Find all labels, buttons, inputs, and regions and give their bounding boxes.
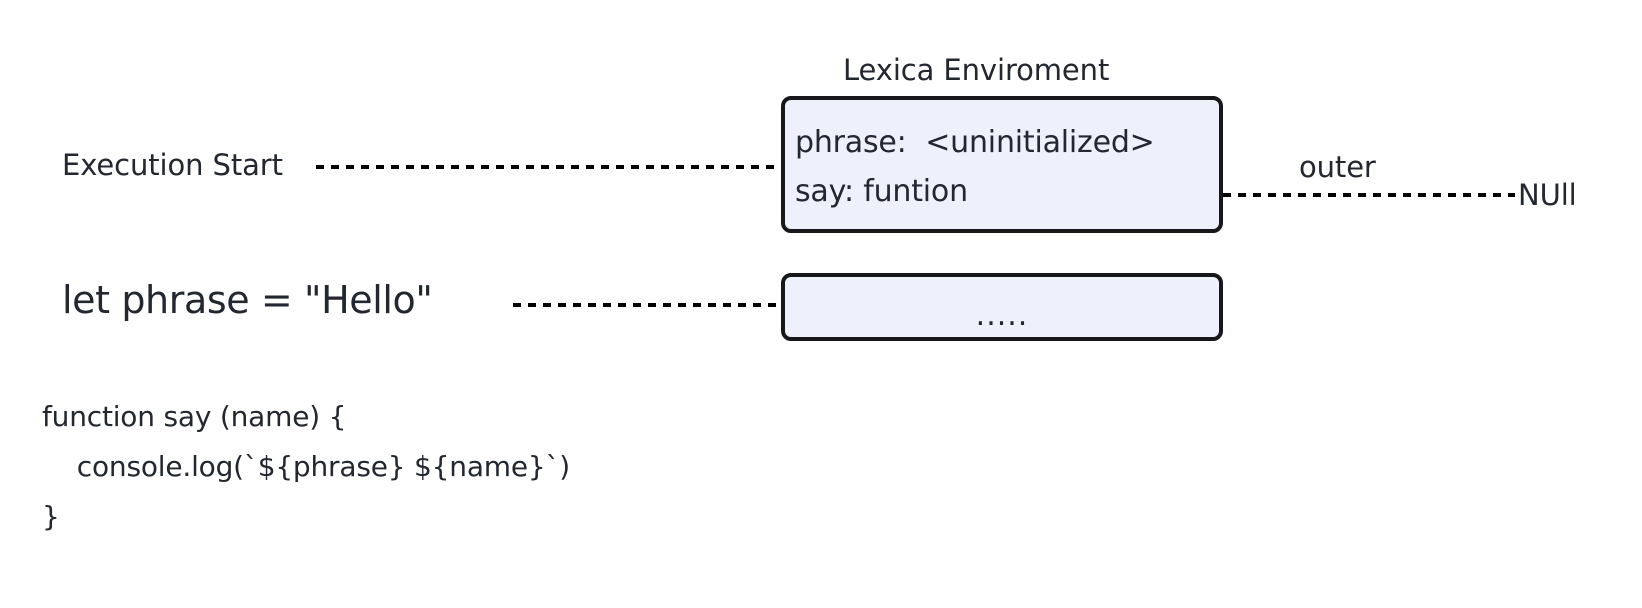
connector-let-phrase-to-second-box <box>513 303 781 307</box>
second-environment-box-ellipsis: ..... <box>975 297 1029 333</box>
execution-start-label: Execution Start <box>62 148 283 182</box>
connector-execution-to-environment <box>316 165 781 169</box>
lexical-environment-title: Lexica Enviroment <box>843 53 1110 87</box>
outer-null-value: NUll <box>1518 178 1577 212</box>
lexical-environment-box <box>781 96 1223 233</box>
environment-binding-say: say: funtion <box>795 174 968 209</box>
connector-outer-to-null <box>1223 193 1515 197</box>
outer-link-label: outer <box>1299 150 1376 184</box>
function-code-block: function say (name) { console.log(`${phr… <box>42 400 571 534</box>
second-environment-box <box>781 273 1223 341</box>
environment-binding-phrase: phrase: <uninitialized> <box>795 125 1155 160</box>
let-phrase-statement: let phrase = "Hello" <box>62 278 433 322</box>
